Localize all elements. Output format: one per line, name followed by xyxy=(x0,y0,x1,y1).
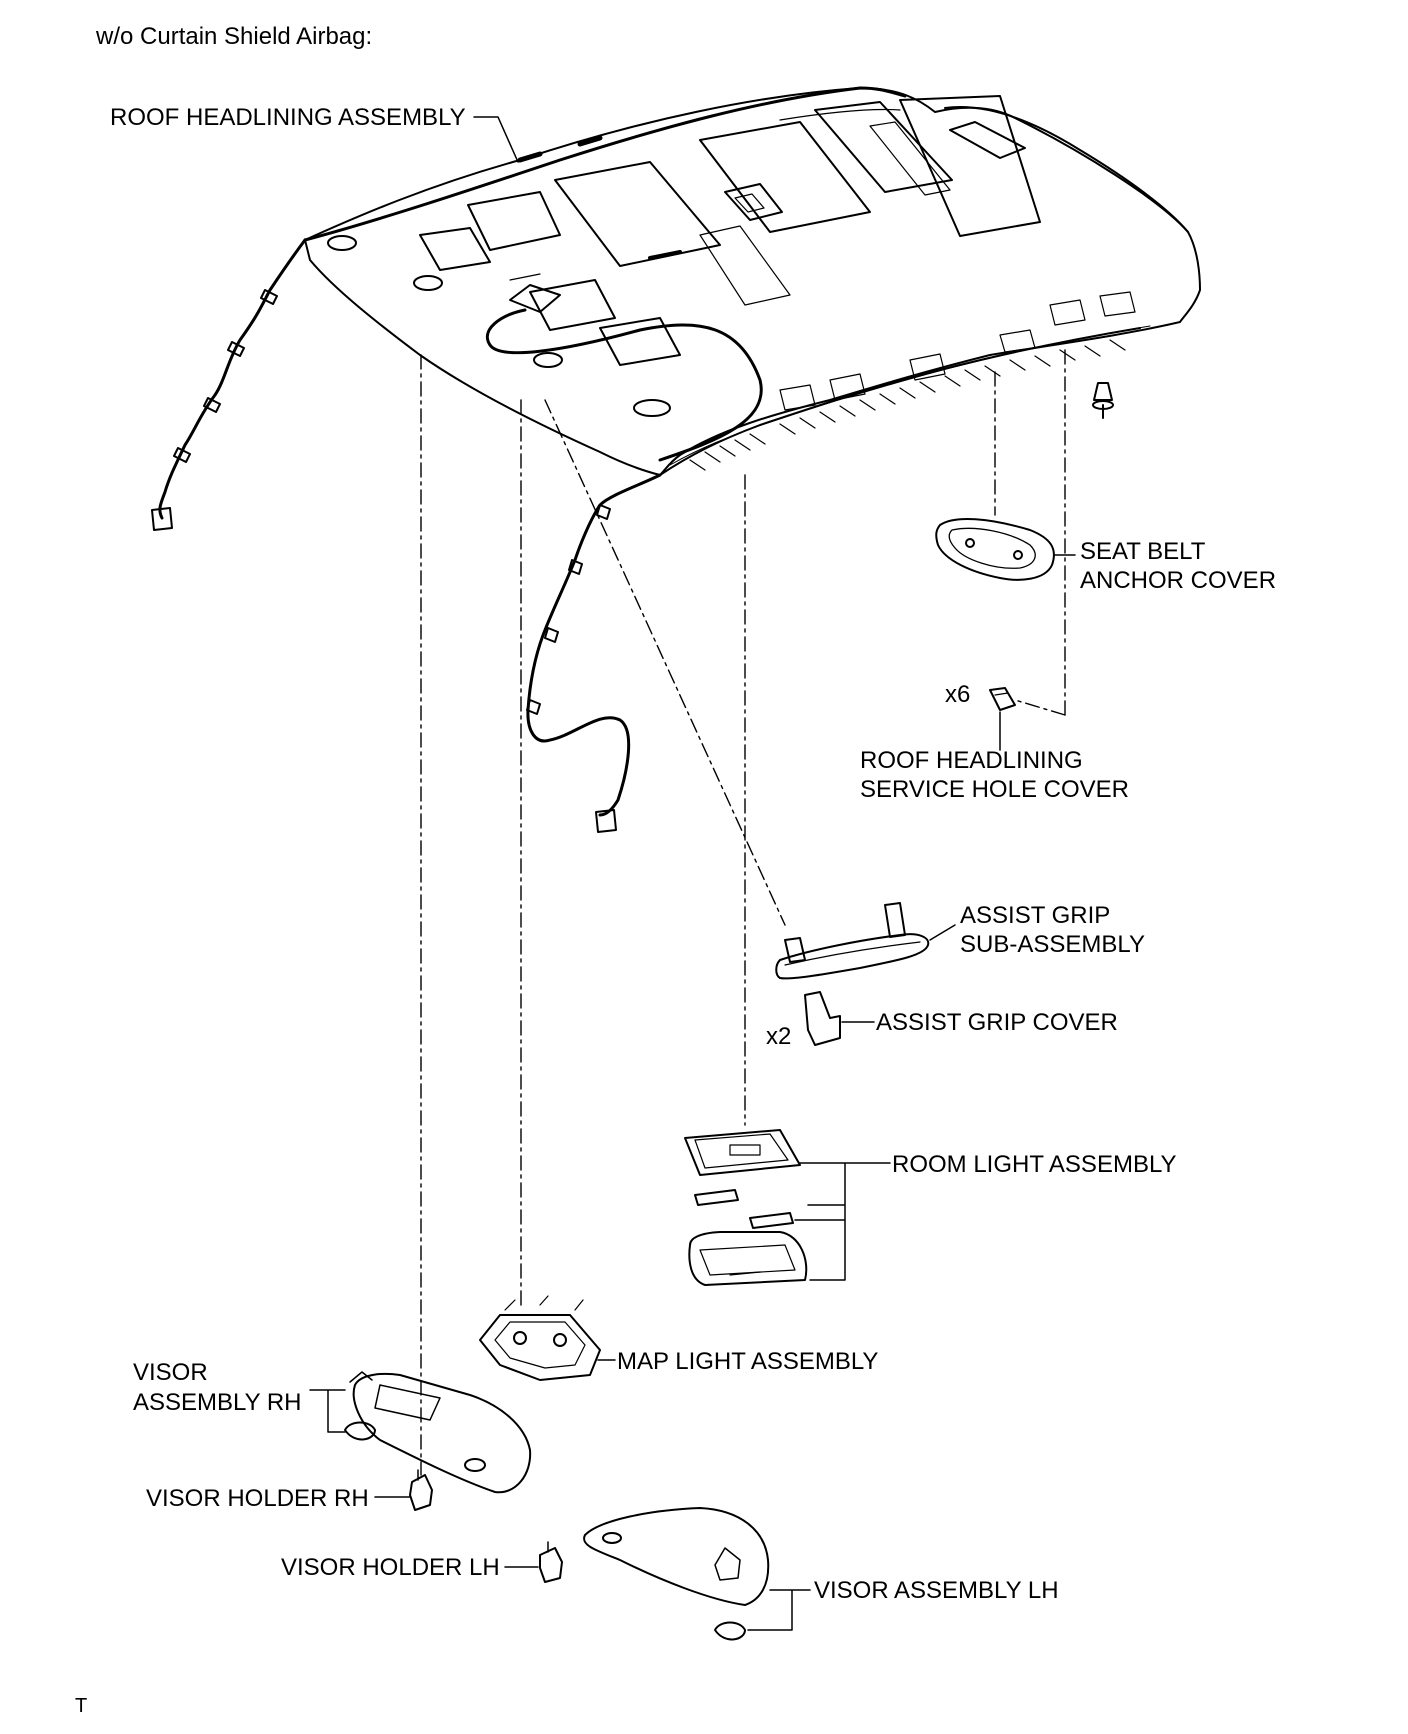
wire-harness-left xyxy=(158,238,307,520)
label-assist-grip-line1: ASSIST GRIP xyxy=(960,902,1111,929)
leader-visor-assembly-lh xyxy=(747,1589,811,1631)
label-visor-holder-lh: VISOR HOLDER LH xyxy=(281,1554,500,1581)
wire-harness-right xyxy=(526,473,662,817)
assist-grip-sub-assembly xyxy=(775,902,930,980)
label-assist-grip-line2: SUB-ASSEMBLY xyxy=(960,931,1145,958)
leader-roof-headlining xyxy=(473,116,519,163)
assist-grip-cover-icon xyxy=(804,991,841,1046)
roof-headlining-assembly xyxy=(303,86,1201,476)
label-assist-grip-cover: ASSIST GRIP COVER xyxy=(876,1009,1118,1036)
leader-assist-grip xyxy=(929,924,956,941)
connector-right xyxy=(595,809,617,833)
label-service-hole-cover-quantity: x6 xyxy=(945,681,971,708)
room-light-assembly xyxy=(684,1129,808,1286)
visor-holder-lh-icon xyxy=(539,1541,563,1583)
label-service-hole-cover-line2: SERVICE HOLE COVER xyxy=(860,776,1129,803)
label-service-hole-cover-line1: ROOF HEADLINING xyxy=(860,747,1083,774)
label-room-light-assembly: ROOM LIGHT ASSEMBLY xyxy=(892,1151,1177,1178)
label-map-light-assembly: MAP LIGHT ASSEMBLY xyxy=(617,1348,879,1375)
diagram-caption: w/o Curtain Shield Airbag: xyxy=(96,23,373,50)
seat-belt-anchor-cover xyxy=(935,517,1055,581)
connector-left xyxy=(151,507,173,531)
label-visor-holder-rh: VISOR HOLDER RH xyxy=(146,1485,369,1512)
footer-mark: T xyxy=(75,1695,88,1717)
visor-assembly-lh xyxy=(583,1507,770,1641)
label-roof-headlining-assembly: ROOF HEADLINING ASSEMBLY xyxy=(110,104,466,131)
label-seat-belt-anchor-cover-line1: SEAT BELT xyxy=(1080,538,1206,565)
exploded-guide-lines xyxy=(420,349,1066,1476)
roof-clip-icon xyxy=(1092,382,1114,419)
label-seat-belt-anchor-cover-line2: ANCHOR COVER xyxy=(1080,567,1277,594)
visor-assembly-rh xyxy=(344,1371,532,1494)
label-assist-grip-cover-quantity: x2 xyxy=(766,1023,792,1050)
map-light-assembly xyxy=(479,1295,601,1381)
visor-holder-rh-icon xyxy=(409,1469,433,1511)
leader-visor-assembly-rh xyxy=(309,1389,346,1433)
leader-room-light xyxy=(794,1162,891,1281)
label-visor-assembly-lh: VISOR ASSEMBLY LH xyxy=(814,1577,1059,1604)
label-visor-assembly-rh-line1: VISOR xyxy=(133,1359,208,1386)
service-hole-cover-icon xyxy=(989,687,1016,711)
label-visor-assembly-rh-line2: ASSEMBLY RH xyxy=(133,1389,302,1416)
